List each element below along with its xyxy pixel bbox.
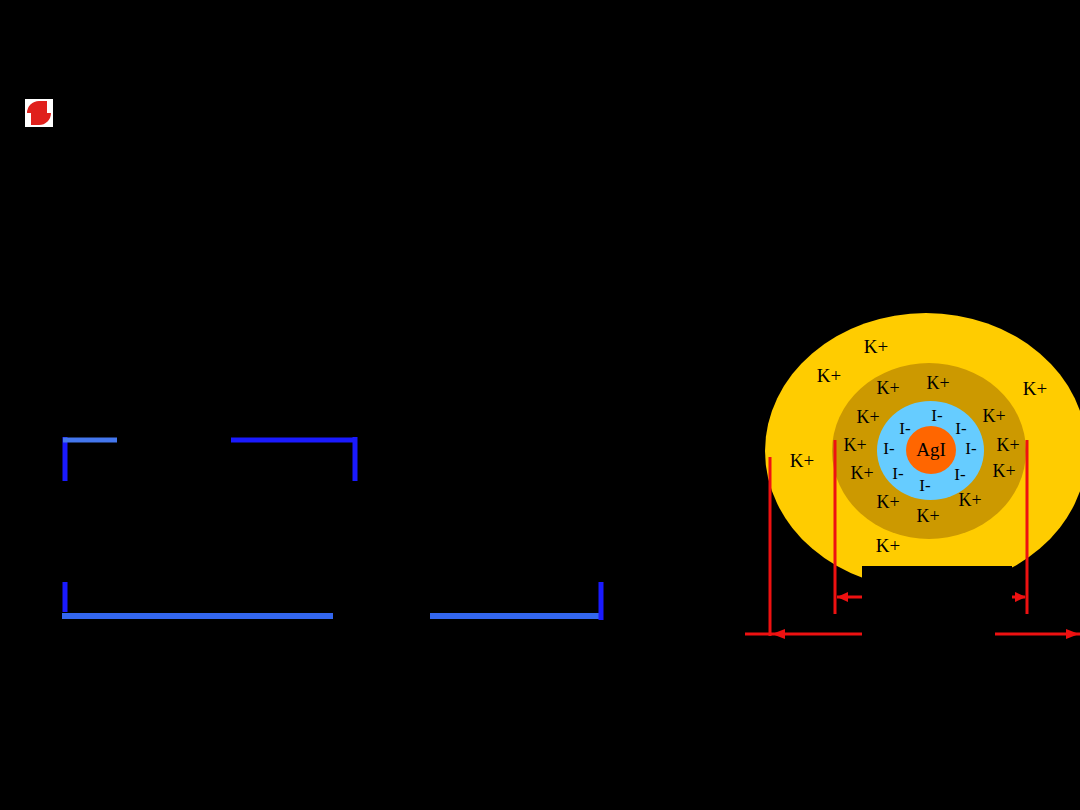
ion-label: I- (919, 477, 930, 494)
ion-label: I- (965, 440, 976, 457)
core-label: AgI (916, 440, 946, 459)
ion-label: K+ (850, 464, 873, 482)
ion-label: I- (883, 440, 894, 457)
blue-bracket-bottom (62, 582, 601, 620)
agi-core: AgI (906, 426, 956, 474)
ion-label: I- (954, 466, 965, 483)
ion-label: K+ (876, 379, 899, 397)
ion-label: K+ (843, 436, 866, 454)
ion-label: K+ (996, 436, 1019, 454)
potential-ion-layer: I-I-I-I-I-I-I-I-AgI (877, 401, 984, 500)
blue-bracket-top (63, 437, 357, 481)
ion-label: K+ (916, 507, 939, 525)
ion-label: K+ (982, 407, 1005, 425)
ion-label: K+ (817, 366, 841, 385)
ion-label: I- (931, 407, 942, 424)
ion-label: I- (899, 420, 910, 437)
ion-label: I- (955, 420, 966, 437)
ion-label: K+ (876, 536, 900, 555)
ion-label: K+ (926, 374, 949, 392)
ion-label: I- (892, 465, 903, 482)
logo-icon (25, 99, 53, 127)
adsorption-layer: K+K+K+K+K+K+K+K+K+K+K+I-I-I-I-I-I-I-I-Ag… (832, 363, 1026, 539)
ion-label: K+ (864, 337, 888, 356)
ion-label: K+ (1023, 379, 1047, 398)
ion-label: K+ (992, 462, 1015, 480)
ion-label: K+ (958, 491, 981, 509)
ion-label: K+ (790, 451, 814, 470)
cover-box (862, 566, 1012, 656)
diffuse-layer: K+K+K+K+K+K+K+K+K+K+K+K+K+K+K+K+I-I-I-I-… (765, 313, 1080, 589)
dimension-lines (745, 440, 1080, 639)
ion-label: K+ (856, 408, 879, 426)
ion-label: K+ (876, 493, 899, 511)
